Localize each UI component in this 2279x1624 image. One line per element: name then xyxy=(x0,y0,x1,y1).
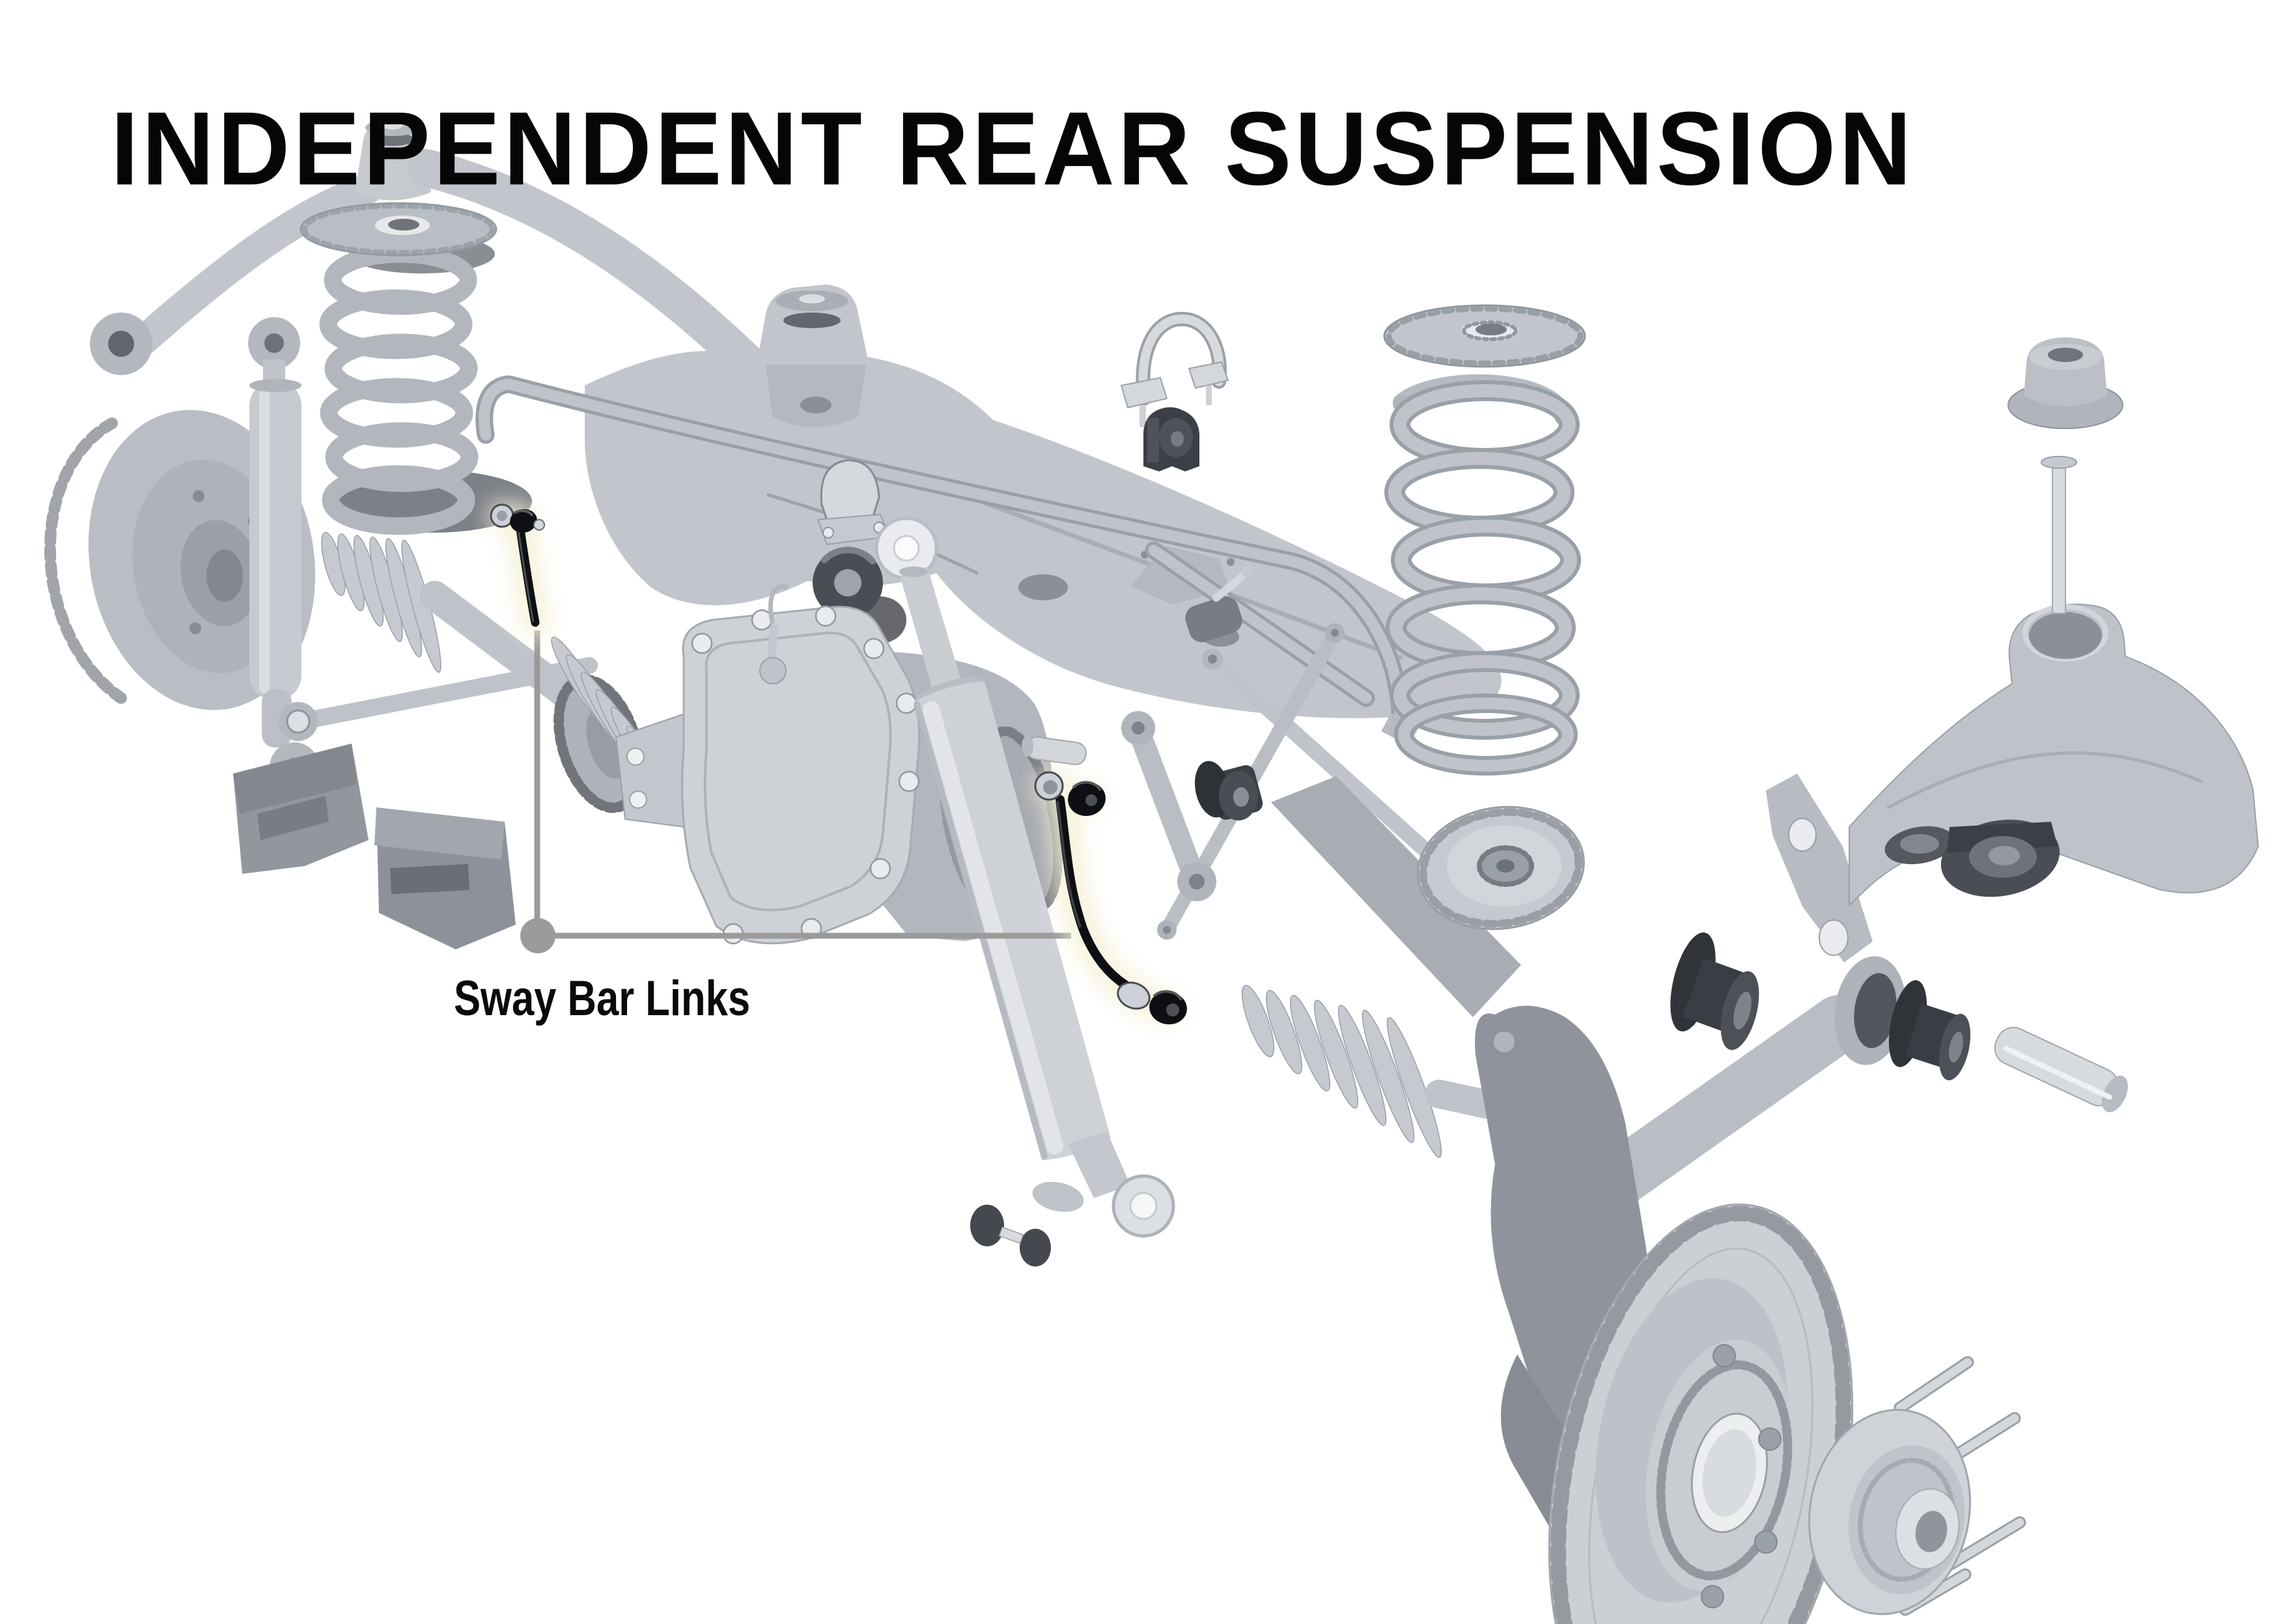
callout-label: Sway Bar Links xyxy=(454,971,751,1026)
differential-cover xyxy=(615,583,921,945)
shock-absorber-center xyxy=(899,567,1175,1267)
coil-spring-right xyxy=(1383,304,1586,776)
wheel-hub xyxy=(1808,1356,2026,1616)
sway-bar-clamp xyxy=(817,459,890,545)
callout-dot xyxy=(520,918,555,953)
brake-rotor xyxy=(1548,1203,1854,1624)
cv-axle-right xyxy=(1241,932,2128,1205)
sway-bar-bracket-and-bushing xyxy=(1121,311,1229,471)
coil-spring-left xyxy=(300,202,532,535)
faded-parts xyxy=(44,119,2259,1624)
cv-axle-left xyxy=(321,531,645,813)
page-title: INDEPENDENT REAR SUSPENSION xyxy=(111,90,1915,207)
trailing-rod-left xyxy=(279,657,598,741)
sway-bar xyxy=(475,375,1419,746)
spring-seat-right xyxy=(1271,776,1585,1017)
sway-bar-link-inner xyxy=(1034,771,1187,1025)
subframe-left-tower xyxy=(90,119,766,382)
mount-brackets-left xyxy=(233,744,516,949)
shock-top-bushings xyxy=(813,516,938,643)
callout-leader xyxy=(520,630,1071,953)
subframe-bushing-cup xyxy=(1884,819,2060,897)
sway-bar-link-outer xyxy=(490,503,545,627)
